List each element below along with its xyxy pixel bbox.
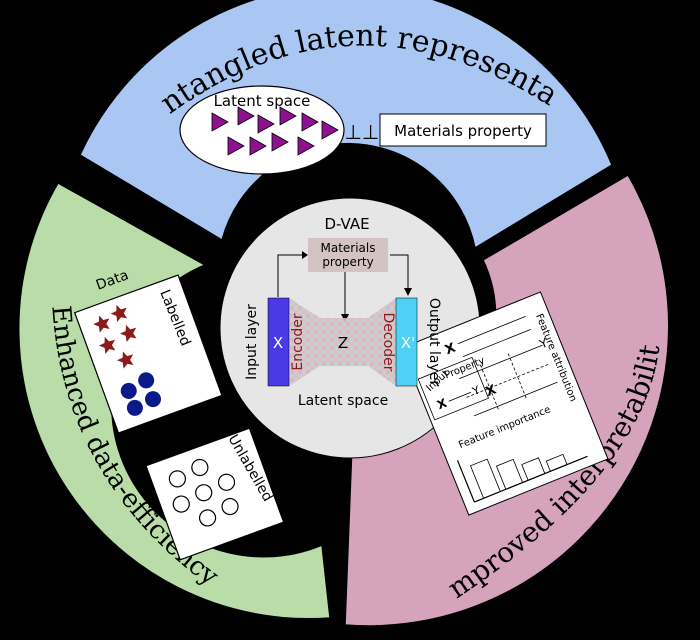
independence-symbol: ⊥⊥: [345, 120, 380, 144]
dot-glyph: [145, 391, 162, 408]
center-materials-label: Materials: [320, 241, 375, 255]
center-materials-box: [308, 238, 388, 272]
labelled-dots: [120, 372, 162, 416]
decoder-label: Decoder: [380, 313, 396, 372]
materials-property-label: Materials property: [394, 122, 532, 140]
triangle-glyph: [301, 112, 319, 132]
star-glyph: [98, 336, 116, 354]
input-layer-label: Input layer: [244, 304, 260, 380]
unlabelled-data-card: [145, 427, 285, 561]
dot-glyph: [120, 382, 137, 399]
labelled-data-card: [73, 274, 223, 434]
dot-glyph: [126, 399, 143, 416]
triangle-glyph: [237, 106, 255, 126]
triangle-glyph: [257, 114, 275, 134]
triangle-glyph: [227, 136, 245, 156]
star-glyph: [116, 351, 134, 369]
output-layer-label: Output layer: [426, 298, 442, 386]
triangle-glyph: [321, 120, 339, 140]
latent-space-center-label: Latent space: [298, 393, 388, 409]
circle-glyph: [168, 470, 186, 488]
interpretability-card: X Y X Feature attribution Input Property…: [400, 291, 609, 516]
decoder-bar: [395, 297, 418, 387]
star-glyph: [110, 304, 128, 323]
latent-triangles: [211, 106, 339, 156]
materials-property-box: [379, 113, 547, 147]
dvae-title: D-VAE: [324, 215, 369, 233]
latent-space-label: Latent space: [214, 92, 311, 110]
circle-glyph: [191, 458, 209, 477]
labelled-stars: [93, 304, 137, 369]
latent-z: Z: [338, 334, 348, 352]
output-x-prime: X': [401, 334, 415, 352]
triangle-glyph: [279, 106, 297, 126]
plus-sign: +: [165, 415, 187, 445]
triangle-glyph: [249, 136, 267, 156]
circle-glyph: [172, 495, 190, 513]
circle-glyph: [217, 473, 236, 491]
latent-mesh: [289, 298, 396, 386]
circle-glyph: [198, 509, 217, 527]
encoder-bar: [267, 297, 290, 387]
circle-glyph: [195, 484, 213, 502]
circle-glyph: [221, 497, 239, 516]
input-x: X: [273, 334, 283, 352]
triangle-glyph: [271, 132, 289, 152]
triangle-glyph: [211, 112, 229, 132]
star-glyph: [93, 315, 110, 333]
encoder-label: Encoder: [290, 313, 306, 370]
triangle-glyph: [297, 136, 315, 156]
unlabelled-circles: [168, 458, 239, 527]
center-property-label: property: [322, 255, 373, 269]
star-glyph: [120, 324, 137, 343]
dot-glyph: [138, 372, 155, 389]
